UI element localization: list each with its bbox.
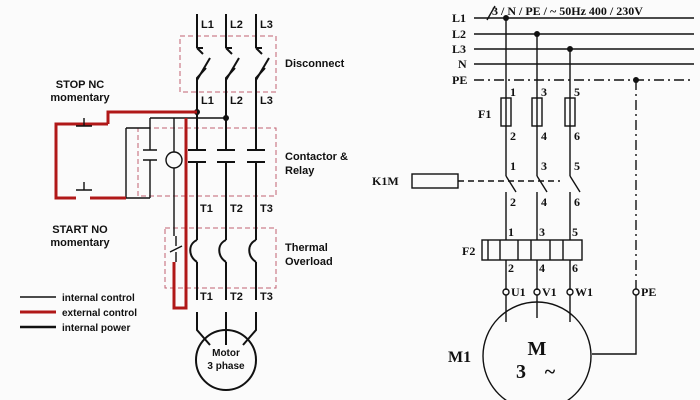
external-control-wiring xyxy=(54,110,197,310)
phase-top-l3: L3 xyxy=(260,19,273,31)
line-l1: L1 xyxy=(452,11,466,25)
fuse-label: F1 xyxy=(478,107,491,121)
contactor-box xyxy=(137,127,277,197)
terminal-label-v1: V1 xyxy=(542,285,557,299)
terminal-label-u1: U1 xyxy=(511,285,526,299)
motor-left-icon xyxy=(195,329,257,391)
overload-top-5: 5 xyxy=(572,225,578,239)
fuse-top-3: 3 xyxy=(541,85,547,99)
overload-top-1: 1 xyxy=(508,225,514,239)
fuse-top-5: 5 xyxy=(574,85,580,99)
fuse-bottom-2: 2 xyxy=(510,129,516,143)
section-disconnect: Disconnect xyxy=(285,58,345,70)
contactor-bottom-6: 6 xyxy=(574,195,580,209)
phase-mid-l3: L3 xyxy=(260,95,273,107)
motor-pe-wire xyxy=(592,295,637,355)
terminal-label-w1: W1 xyxy=(575,285,593,299)
phase-lines xyxy=(169,14,270,346)
motor-symbol-3: 3 xyxy=(516,361,526,383)
fuse-top-1: 1 xyxy=(510,85,516,99)
contactor-coil xyxy=(411,173,459,189)
motor-label-1: Motor xyxy=(212,348,240,359)
disconnect-box xyxy=(179,35,277,93)
overload-heaters xyxy=(487,240,564,260)
fuse-feeds xyxy=(505,18,571,98)
phase-mid-l2: L2 xyxy=(230,95,243,107)
phase-top-l1: L1 xyxy=(201,19,214,31)
start-label-2: momentary xyxy=(50,237,110,249)
contactor-bottom-4: 4 xyxy=(541,195,547,209)
contactor-top-3: 3 xyxy=(541,159,547,173)
overload-bottom-6: 6 xyxy=(572,261,578,275)
contactor-top-5: 5 xyxy=(574,159,580,173)
internal-control-wiring xyxy=(125,117,226,236)
supply-spec: 3 / N / PE / ~ 50Hz 400 / 230V xyxy=(492,4,643,18)
section-contactor-1: Contactor & xyxy=(285,151,348,163)
legend-label-internal-control: internal control xyxy=(62,293,135,304)
stop-label-1: STOP NC xyxy=(56,79,105,91)
fuse-bottom-4: 4 xyxy=(541,129,547,143)
contactor-label: K1M xyxy=(372,174,399,188)
section-thermal-1: Thermal xyxy=(285,242,328,254)
terminal-contactor-t3: T3 xyxy=(260,203,273,215)
motor-symbol-m: M xyxy=(528,338,547,360)
terminal-contactor-t1: T1 xyxy=(200,203,213,215)
line-l3: L3 xyxy=(452,42,466,56)
terminal-overload-t3: T3 xyxy=(260,291,273,303)
right-iec-diagram: 3 / N / PE / ~ 50Hz 400 / 230V L1 L2 L3 … xyxy=(372,4,694,400)
legend-label-external-control: external control xyxy=(62,308,137,319)
motor-right-icon xyxy=(482,301,592,400)
terminal-pe xyxy=(632,288,640,296)
section-thermal-2: Overload xyxy=(285,256,333,268)
legend-label-internal-power: internal power xyxy=(62,323,130,334)
stop-label-2: momentary xyxy=(50,92,110,104)
motor-label-2: 3 phase xyxy=(207,361,245,372)
overload-label: F2 xyxy=(462,244,475,258)
phase-mid-l1: L1 xyxy=(201,95,214,107)
contactor-bottom-2: 2 xyxy=(510,195,516,209)
terminal-label-pe: PE xyxy=(641,285,656,299)
motor-feeds xyxy=(505,295,571,322)
legend: internal control external control intern… xyxy=(20,293,137,334)
start-label-1: START NO xyxy=(52,224,108,236)
line-pe: PE xyxy=(452,73,467,87)
motor-symbol-ac-icon: ~ xyxy=(545,361,556,383)
overload-block xyxy=(481,239,583,261)
contactor-top-1: 1 xyxy=(510,159,516,173)
section-contactor-2: Relay xyxy=(285,165,315,177)
overload-bottom-4: 4 xyxy=(539,261,545,275)
overload-bottom-2: 2 xyxy=(508,261,514,275)
phase-top-l2: L2 xyxy=(230,19,243,31)
terminal-overload-t2: T2 xyxy=(230,291,243,303)
terminal-contactor-t2: T2 xyxy=(230,203,243,215)
terminal-overload-t1: T1 xyxy=(200,291,213,303)
fuse-bottom-6: 6 xyxy=(574,129,580,143)
line-n: N xyxy=(458,57,467,71)
supply-slash xyxy=(486,5,496,21)
left-starter-diagram: Motor 3 phase L1 L2 L3 L1 L2 L3 T1 T2 T3… xyxy=(20,14,348,391)
overload-top-3: 3 xyxy=(539,225,545,239)
motor-m1-label: M1 xyxy=(448,349,471,366)
line-l2: L2 xyxy=(452,27,466,41)
thermal-box xyxy=(164,227,277,289)
